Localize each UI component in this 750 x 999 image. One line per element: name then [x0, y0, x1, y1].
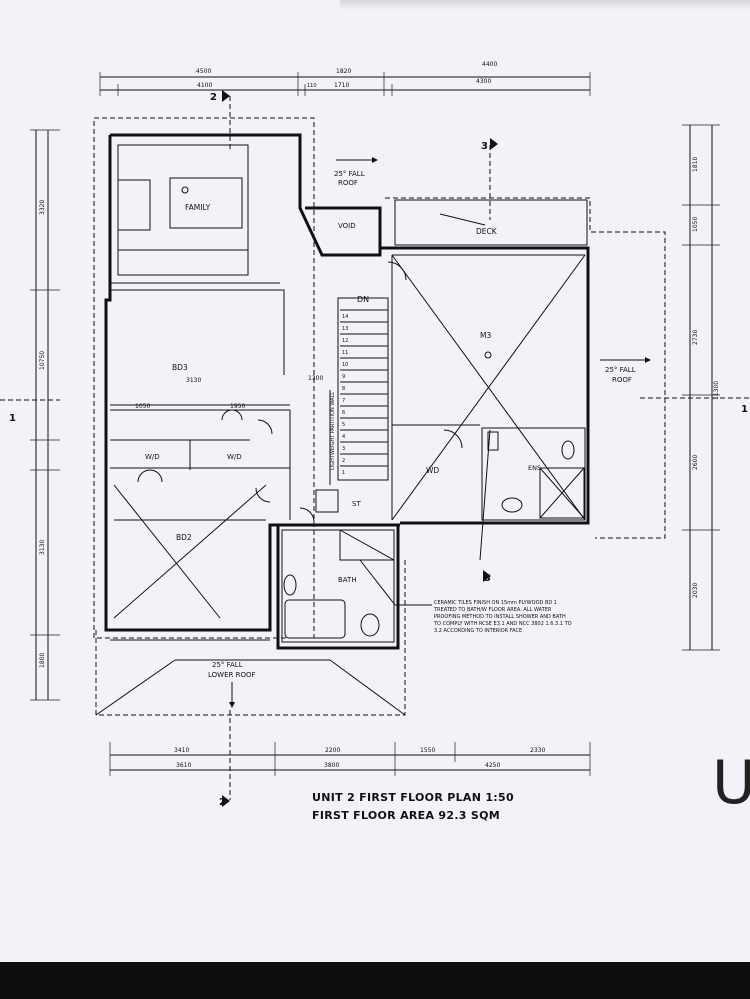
- staircase: DN 14 13 12 11 10 9 8 7 6 5 4 3 2 1 ST: [315, 295, 389, 513]
- table-edge-background: [0, 962, 750, 999]
- wardrobes: W/D W/D: [110, 409, 290, 483]
- dim-right-total: 11300: [713, 381, 720, 400]
- hall-doors: [255, 261, 463, 523]
- section-1-left: 1: [9, 413, 16, 424]
- section-3-mid: 3: [484, 573, 491, 584]
- dim-top-1: 4500: [196, 68, 211, 75]
- step-14: 14: [342, 314, 348, 320]
- room-deck: DECK: [476, 227, 498, 236]
- exterior-walls: [104, 133, 590, 650]
- bottom-dimensions: 3410 2200 1550 2330 3610 3800 4250: [109, 742, 591, 776]
- dim-right-3: 2730: [692, 330, 699, 345]
- dim-top2-4: 4300: [476, 78, 491, 85]
- section-2-bottom: 2: [219, 797, 226, 808]
- m3-room: M3 WD: [391, 254, 586, 521]
- room-m3: M3: [480, 331, 491, 340]
- dim-bd3-width: 3130: [186, 377, 201, 384]
- right-dimensions: 1810 1050 2730 2600 2030 11300: [682, 124, 720, 651]
- dim-top2-1: 4100: [197, 82, 212, 89]
- step-13: 13: [342, 326, 348, 332]
- dim-right-2: 1050: [692, 217, 699, 232]
- roof-right-line1: 25° FALL: [605, 366, 636, 374]
- step-7: 7: [342, 398, 345, 404]
- dim-bottom-1: 3410: [174, 747, 189, 754]
- dim-bottom-3: 1550: [420, 747, 435, 754]
- room-wardrobe-mid: W/D: [227, 453, 242, 461]
- step-11: 11: [342, 350, 348, 356]
- step-10: 10: [342, 362, 348, 368]
- room-bath: BATH: [338, 576, 357, 584]
- room-bd3: BD3: [172, 363, 188, 372]
- step-3: 3: [342, 446, 345, 452]
- roof-outlines: [93, 117, 666, 716]
- dim-bottom2-2: 3800: [324, 762, 339, 769]
- dim-left-1: 3320: [39, 200, 46, 215]
- roof-top-line1: 25° FALL: [334, 170, 365, 178]
- dim-bottom-2: 2200: [325, 747, 340, 754]
- paper-shadow: [340, 0, 750, 10]
- section-1-right: 1: [741, 404, 748, 415]
- bathroom: BATH: [281, 529, 395, 643]
- bd3-room: BD3 3130 1050 1950 1300: [110, 289, 323, 520]
- void-area: VOID 25° FALL ROOF: [305, 157, 382, 248]
- dim-left-2: 3130: [39, 540, 46, 555]
- dim-left-3: 1800: [39, 653, 46, 668]
- section-3-top: 3: [481, 141, 488, 152]
- room-st: ST: [352, 500, 361, 508]
- room-void: VOID: [338, 222, 356, 230]
- section-2-top: 2: [210, 92, 217, 103]
- deck-area: DECK: [394, 199, 588, 246]
- dim-left-total: 10750: [39, 351, 46, 370]
- dim-bottom2-3: 4250: [485, 762, 500, 769]
- plan-area: FIRST FLOOR AREA 92.3 SQM: [312, 809, 500, 822]
- ensuite: ENS: [481, 427, 586, 521]
- dim-int-1050: 1050: [135, 403, 150, 410]
- family-room: FAMILY: [110, 144, 280, 284]
- dim-right-1: 1810: [692, 157, 699, 172]
- step-6: 6: [342, 410, 345, 416]
- step-8: 8: [342, 386, 345, 392]
- lower-roof: 25° FALL LOWER ROOF: [95, 639, 406, 716]
- bath-note: CERAMIC TILES FINISH ON 15mm PLYWOOD BD …: [434, 600, 572, 634]
- room-ens: ENS: [528, 464, 541, 472]
- sheet-letter: U: [712, 748, 750, 818]
- room-bd2: BD2: [176, 533, 192, 542]
- dim-top-3: 4400: [482, 61, 497, 68]
- dim-top-2: 1820: [336, 68, 351, 75]
- bath-note-leader: [359, 559, 432, 606]
- section-lines: 1 1 2 2 3 3: [0, 90, 750, 808]
- left-dimensions: 3320 10750 3130 1800: [30, 129, 60, 701]
- bd2-room: BD2: [113, 484, 267, 619]
- stair-wall-note: LIGHTWEIGHT PARTITION WALL: [330, 392, 336, 470]
- dim-right-4: 2600: [692, 455, 699, 470]
- stair-dn: DN: [357, 295, 369, 304]
- dim-int-1300: 1300: [308, 375, 323, 382]
- step-1: 1: [342, 470, 345, 476]
- step-5: 5: [342, 422, 345, 428]
- room-wd-master: WD: [426, 466, 439, 475]
- plan-title: UNIT 2 FIRST FLOOR PLAN 1:50: [312, 791, 514, 804]
- dim-right-5: 2030: [692, 583, 699, 598]
- dim-bottom-4: 2330: [530, 747, 545, 754]
- roof-lower-line1: 25° FALL: [212, 661, 243, 669]
- dim-top2-2: 110: [307, 83, 317, 89]
- step-9: 9: [342, 374, 345, 380]
- room-family: FAMILY: [185, 203, 211, 212]
- roof-right-line2: ROOF: [612, 376, 632, 384]
- step-4: 4: [342, 434, 345, 440]
- dim-bottom2-1: 3610: [176, 762, 191, 769]
- room-wardrobe-left: W/D: [145, 453, 160, 461]
- roof-right-note: 25° FALL ROOF: [600, 357, 651, 384]
- step-12: 12: [342, 338, 348, 344]
- roof-top-line2: ROOF: [338, 179, 358, 187]
- step-2: 2: [342, 458, 345, 464]
- roof-lower-line2: LOWER ROOF: [208, 671, 256, 679]
- dim-top2-3: 1710: [334, 82, 349, 89]
- dim-int-1950: 1950: [230, 403, 245, 410]
- top-dimensions: 4500 1820 4400 4100 110 1710 4300: [99, 61, 591, 96]
